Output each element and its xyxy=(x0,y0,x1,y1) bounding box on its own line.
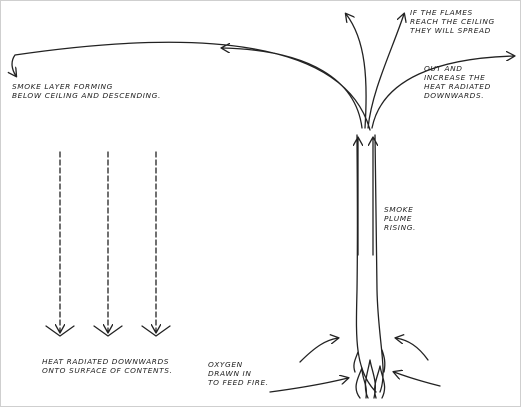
flames-reach-label-line: THEY WILL SPREAD xyxy=(410,26,491,35)
oxygen-arrow-right-upper xyxy=(396,338,429,361)
spread-arrow-up-left xyxy=(346,14,367,129)
out-increase-label-line: OUT AND xyxy=(424,64,463,73)
heat-radiated-label-line: ONTO SURFACE OF CONTENTS. xyxy=(42,366,173,375)
plume-right-edge xyxy=(374,134,384,393)
spread-arrow-up-right xyxy=(367,14,404,129)
oxygen-label-line: TO FEED FIRE. xyxy=(208,378,269,387)
plume-left-edge xyxy=(355,134,377,393)
heat-radiated-label: HEAT RADIATED DOWNWARDS ONTO SURFACE OF … xyxy=(42,357,173,375)
oxygen-arrow-right-lower xyxy=(394,372,441,387)
flames-reach-label: IF THE FLAMES REACH THE CEILING THEY WIL… xyxy=(410,8,495,35)
out-increase-label-line: HEAT RADIATED xyxy=(424,82,491,91)
flames-reach-label-line: REACH THE CEILING xyxy=(410,17,495,26)
spread-arrow-left xyxy=(222,48,363,129)
oxygen-label-line: OXYGEN xyxy=(208,360,243,369)
heat-radiation-arrows xyxy=(45,151,171,337)
out-increase-label-line: DOWNWARDS. xyxy=(424,91,485,100)
spread-arrow-right xyxy=(371,56,514,129)
out-increase-label: OUT AND INCREASE THE HEAT RADIATED DOWNW… xyxy=(424,64,491,100)
smoke-layer-label-line: BELOW CEILING AND DESCENDING. xyxy=(12,91,161,100)
smoke-layer-label: SMOKE LAYER FORMING BELOW CEILING AND DE… xyxy=(12,82,161,100)
flames-reach-label-line: IF THE FLAMES xyxy=(410,8,473,17)
oxygen-label: OXYGEN DRAWN IN TO FEED FIRE. xyxy=(208,360,269,387)
out-increase-label-line: INCREASE THE xyxy=(424,73,486,82)
oxygen-label-line: DRAWN IN xyxy=(208,369,252,378)
oxygen-arrow-left-lower xyxy=(269,378,348,393)
plume-label: SMOKE PLUME RISING. xyxy=(384,205,416,232)
plume-label-line: PLUME xyxy=(384,214,413,223)
smoke-layer-label-line: SMOKE LAYER FORMING xyxy=(12,82,114,91)
plume-label-line: SMOKE xyxy=(384,205,414,214)
heat-radiated-label-line: HEAT RADIATED DOWNWARDS xyxy=(42,357,170,366)
oxygen-arrow-left-upper xyxy=(299,338,338,363)
flame-icon xyxy=(353,349,386,399)
plume-label-line: RISING. xyxy=(384,223,416,232)
